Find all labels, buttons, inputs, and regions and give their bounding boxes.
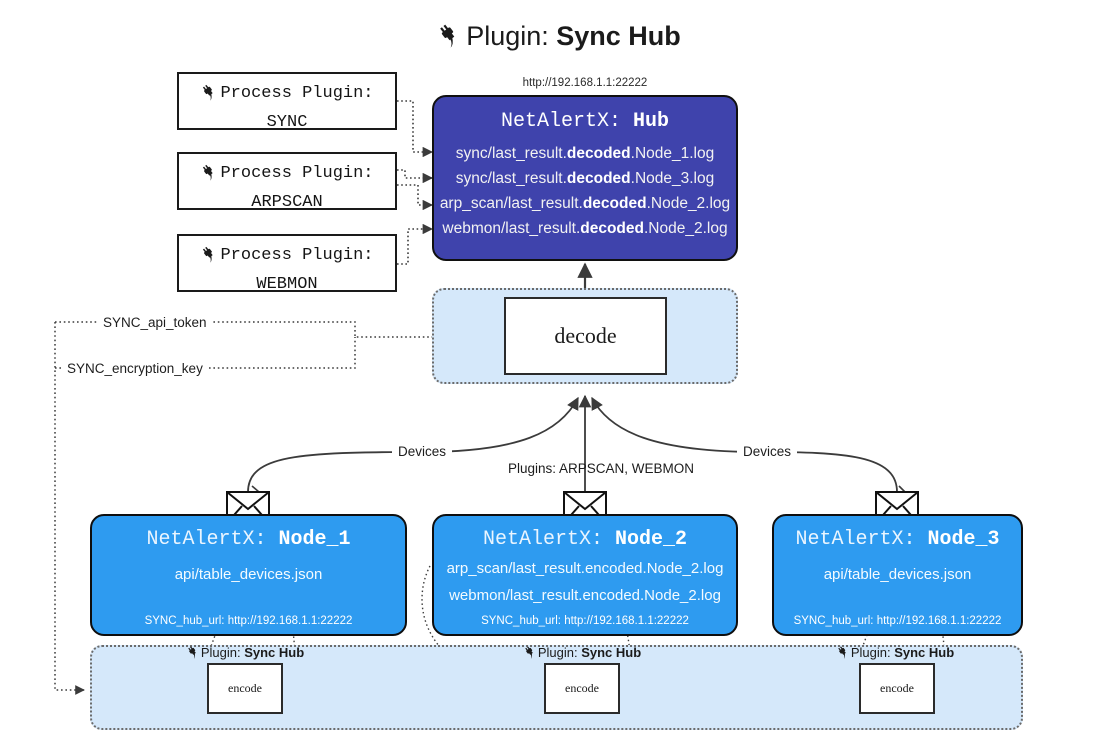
encoder-caption-name: Sync Hub	[894, 645, 955, 660]
process-plugin-sync[interactable]: Process Plugin: SYNC	[177, 72, 397, 132]
node-title-prefix: NetAlertX:	[795, 528, 928, 551]
encode-label: encode	[228, 681, 262, 695]
wire-sync-to-hub	[397, 100, 434, 158]
encoder-caption-2: Plugin: Sync Hub	[487, 645, 677, 662]
hub-line-pre: sync/last_result.	[455, 170, 567, 187]
node-line: api/table_devices.json	[174, 566, 323, 583]
encode-label: encode	[565, 681, 599, 695]
hub-line-post: .Node_2.log	[643, 220, 728, 237]
plug-icon	[186, 645, 200, 662]
encoder-caption-prefix: Plugin:	[200, 645, 245, 660]
decode-label: decode	[554, 323, 617, 348]
encoder-caption-3: Plugin: Sync Hub	[800, 645, 990, 662]
node-line-list: arp_scan/last_result.encoded.Node_2.log …	[434, 555, 736, 609]
hub-line: webmon/last_result.decoded.Node_2.log	[434, 216, 736, 241]
hub-title-name: Hub	[633, 110, 670, 133]
hub-line: arp_scan/last_result.decoded.Node_2.log	[434, 191, 736, 216]
node-title-name: Node_2	[615, 528, 688, 551]
plugins-center-label: Plugins: ARPSCAN, WEBMON	[508, 461, 695, 476]
node-footer: SYNC_hub_url: http://192.168.1.1:22222	[481, 615, 689, 627]
encoder-caption-prefix: Plugin:	[537, 645, 582, 660]
devices-left-label: Devices	[392, 444, 453, 460]
hub-line-post: .Node_3.log	[630, 170, 715, 187]
hub-line-mid: decoded	[580, 220, 644, 237]
node-title-prefix: NetAlertX:	[482, 528, 615, 551]
encoder-caption-prefix: Plugin:	[850, 645, 895, 660]
process-plugin-name: ARPSCAN	[251, 193, 323, 212]
wire-sync2-to-hub	[397, 169, 434, 184]
hub-line-pre: sync/last_result.	[455, 145, 567, 162]
hub-line-mid: decoded	[582, 195, 647, 212]
encode-box-3[interactable]: encode	[859, 663, 935, 714]
encoder-caption-name: Sync Hub	[581, 645, 642, 660]
encode-label: encode	[880, 681, 914, 695]
hub-line-mid: decoded	[566, 170, 631, 187]
hub-line-post: .Node_2.log	[646, 195, 731, 212]
node-line: webmon/last_result.encoded.Node_2.log	[449, 587, 721, 604]
decode-box[interactable]: decode	[504, 297, 667, 375]
devices-right-label: Devices	[737, 444, 798, 460]
sync-api-token-label: SYNC_api_token	[98, 315, 212, 331]
plug-icon	[436, 19, 462, 59]
process-plugin-label: Process Plugin:	[220, 164, 374, 183]
node-title-prefix: NetAlertX:	[146, 528, 279, 551]
wire-settings-to-encoders	[54, 322, 85, 695]
hub-line-list: sync/last_result.decoded.Node_1.log sync…	[434, 141, 736, 241]
plug-icon	[523, 645, 537, 662]
process-plugin-label: Process Plugin:	[220, 84, 374, 103]
hub-title: NetAlertX: Hub	[434, 110, 736, 133]
process-plugin-name: WEBMON	[256, 275, 318, 294]
node-line: api/table_devices.json	[823, 566, 972, 583]
hub-line-pre: webmon/last_result.	[442, 220, 581, 237]
node-line: arp_scan/last_result.encoded.Node_2.log	[446, 560, 724, 577]
encode-box-1[interactable]: encode	[207, 663, 283, 714]
encoder-caption-name: Sync Hub	[244, 645, 305, 660]
hub-box[interactable]: NetAlertX: Hub sync/last_result.decoded.…	[432, 95, 738, 261]
node-title: NetAlertX: Node_3	[774, 528, 1021, 551]
node-box-2[interactable]: NetAlertX: Node_2 arp_scan/last_result.e…	[432, 514, 738, 636]
plug-icon	[200, 245, 218, 272]
hub-title-prefix: NetAlertX:	[500, 110, 633, 133]
plug-icon	[836, 645, 850, 662]
node-title: NetAlertX: Node_1	[92, 528, 405, 551]
wire-arpscan-to-hub	[397, 184, 434, 211]
node-title: NetAlertX: Node_2	[434, 528, 736, 551]
process-plugin-name: SYNC	[266, 113, 308, 132]
page-title-prefix: Plugin:	[466, 21, 557, 51]
process-plugin-label: Process Plugin:	[220, 246, 374, 265]
hub-line: sync/last_result.decoded.Node_1.log	[434, 141, 736, 166]
node-box-3[interactable]: NetAlertX: Node_3 api/table_devices.json…	[772, 514, 1023, 636]
hub-line-pre: arp_scan/last_result.	[439, 195, 583, 212]
page-title: Plugin: Sync Hub	[0, 16, 1117, 59]
page-title-name: Sync Hub	[556, 21, 681, 51]
plug-icon	[200, 83, 218, 110]
hub-line: sync/last_result.decoded.Node_3.log	[434, 166, 736, 191]
hub-line-post: .Node_1.log	[630, 145, 715, 162]
node-box-1[interactable]: NetAlertX: Node_1 api/table_devices.json…	[90, 514, 407, 636]
node-footer: SYNC_hub_url: http://192.168.1.1:22222	[144, 615, 353, 627]
encode-box-2[interactable]: encode	[544, 663, 620, 714]
node-line-list: api/table_devices.json	[92, 561, 405, 588]
wire-webmon-to-hub	[397, 223, 434, 265]
plug-icon	[200, 163, 218, 190]
node-footer: SYNC_hub_url: http://192.168.1.1:22222	[793, 615, 1002, 627]
hub-line-mid: decoded	[566, 145, 631, 162]
node-title-name: Node_3	[927, 528, 1000, 551]
hub-url-label: http://192.168.1.1:22222	[522, 77, 648, 89]
process-plugin-webmon[interactable]: Process Plugin: WEBMON	[177, 234, 397, 294]
node-line-list: api/table_devices.json	[774, 561, 1021, 588]
process-plugin-arpscan[interactable]: Process Plugin: ARPSCAN	[177, 152, 397, 212]
encoder-caption-1: Plugin: Sync Hub	[150, 645, 340, 662]
node-title-name: Node_1	[278, 528, 351, 551]
sync-encryption-key-label: SYNC_encryption_key	[62, 361, 208, 377]
